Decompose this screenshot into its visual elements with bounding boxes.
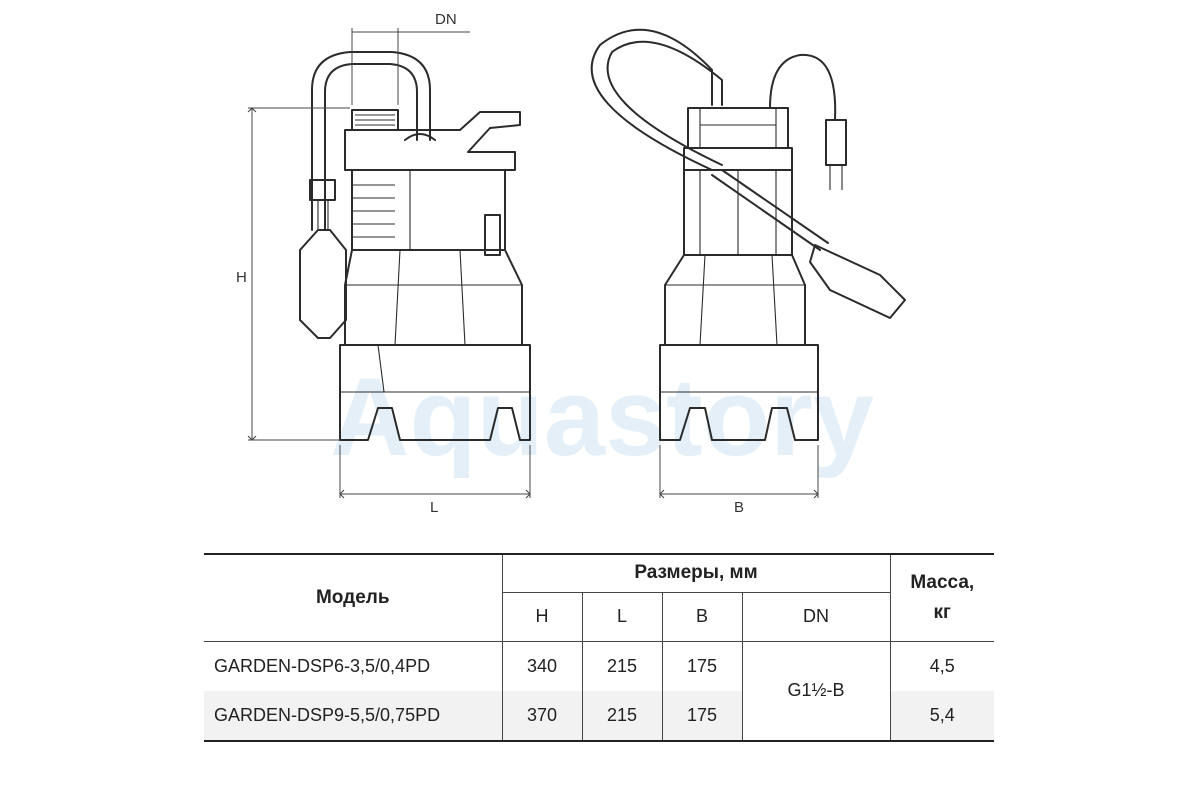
- header-mass-label: Масса, кг: [910, 571, 975, 623]
- row-h: 370: [501, 691, 582, 742]
- header-h: H: [501, 591, 582, 641]
- table-row: GARDEN-DSP6-3,5/0,4PD 340 215 175 G1½-B …: [204, 640, 994, 742]
- row-l: 215: [581, 640, 662, 691]
- row-mass: 4,5: [889, 640, 994, 691]
- pump-front-view: [590, 28, 906, 441]
- dn-label: DN: [435, 11, 457, 28]
- header-l: L: [581, 591, 662, 641]
- row-h: 340: [501, 640, 582, 691]
- row-l: 215: [581, 691, 662, 742]
- row-model: GARDEN-DSP9-5,5/0,75PD: [204, 691, 502, 742]
- b-label: B: [734, 499, 744, 516]
- header-b: B: [661, 591, 742, 641]
- row-b: 175: [661, 640, 742, 691]
- row-mass: 5,4: [889, 691, 994, 742]
- specification-table: Модель Размеры, мм Масса, кг H L B DN GA…: [204, 553, 994, 742]
- l-label: L: [430, 499, 438, 516]
- header-model: Модель: [204, 553, 502, 641]
- table-row: GARDEN-DSP9-5,5/0,75PD 370 215 175 5,4: [204, 691, 994, 742]
- header-dn: DN: [741, 591, 890, 641]
- pump-side-view: [299, 51, 531, 441]
- dimension-lines-front: [659, 445, 819, 499]
- watermark: Aquastory: [330, 356, 874, 479]
- row-b: 175: [661, 691, 742, 742]
- header-dimensions: Размеры, мм: [501, 553, 890, 592]
- dimension-lines-side: [247, 28, 531, 499]
- row-dn-merged: G1½-B: [741, 640, 890, 742]
- row-model: GARDEN-DSP6-3,5/0,4PD: [204, 640, 502, 691]
- h-label: H: [236, 269, 247, 286]
- pump-technical-drawing: Aquastory DN H L: [236, 11, 906, 516]
- header-mass: Масса, кг: [889, 553, 994, 641]
